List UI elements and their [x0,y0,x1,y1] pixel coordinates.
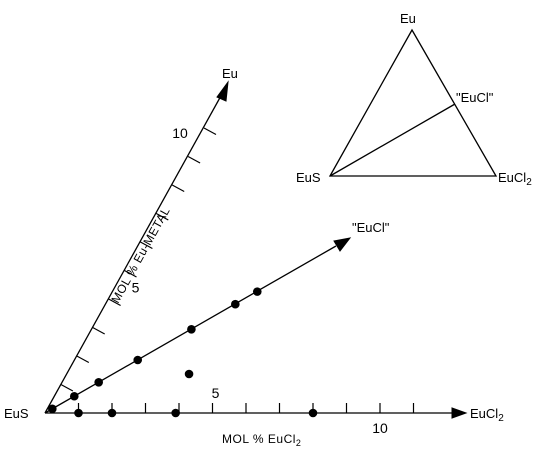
x-axis-point-1 [74,408,83,418]
x-axis-arrowhead [451,407,468,419]
join-point-2 [69,391,79,401]
inset-left-label: EuS [296,170,321,185]
join-point-4 [133,355,143,365]
x-axis-point-3 [171,408,180,418]
x-tick-label-10: 10 [372,420,388,436]
x-axis-end-label: EuCl2 [470,406,504,424]
y-axis-arrowhead [216,80,229,102]
join-point-3 [94,378,103,387]
y-tick-4 [108,298,121,307]
y-axis-title: MOL % Eu-METAL [108,204,172,305]
x-axis-point-4 [308,408,318,418]
inset-join-line [329,103,456,177]
y-tick-7 [156,212,169,221]
y-tick-2 [76,355,90,364]
stray-point [184,369,194,379]
join-point-7 [252,287,262,296]
join-line-end-label: "EuCl" [352,220,390,235]
x-axis-ticks [77,403,415,413]
x-axis-title: MOL % EuCl2 [222,432,301,448]
y-axis-line [44,93,223,414]
x-tick-label-5: 5 [212,385,220,401]
y-tick-9 [187,155,201,164]
join-point-1 [48,404,57,414]
data-points [48,287,318,418]
inset-ternary-diagram: Eu EuS EuCl2 "EuCl" [296,11,532,188]
inset-right-label: EuCl2 [498,170,532,188]
y-axis-ticks [60,127,217,392]
y-tick-3 [92,326,105,335]
y-tick-label-5: 5 [132,280,140,296]
y-axis-end-label: Eu [222,66,238,81]
inset-top-label: Eu [400,11,416,26]
join-point-5 [187,325,196,334]
main-plot: EuS EuCl2 Eu "EuCl" MOL % EuCl2 MOL % Eu… [4,66,504,448]
x-axis-point-2 [107,408,117,418]
join-point-6 [231,299,240,309]
inset-mid-label: "EuCl" [456,90,494,105]
y-tick-label-10: 10 [172,125,188,141]
origin-label: EuS [4,406,29,421]
inset-triangle [328,28,498,177]
y-tick-1 [60,383,74,392]
y-tick-10 [203,127,217,136]
y-tick-6 [140,241,153,250]
y-tick-5 [124,269,137,278]
y-tick-8 [171,184,185,193]
join-line-arrowhead [333,237,352,252]
